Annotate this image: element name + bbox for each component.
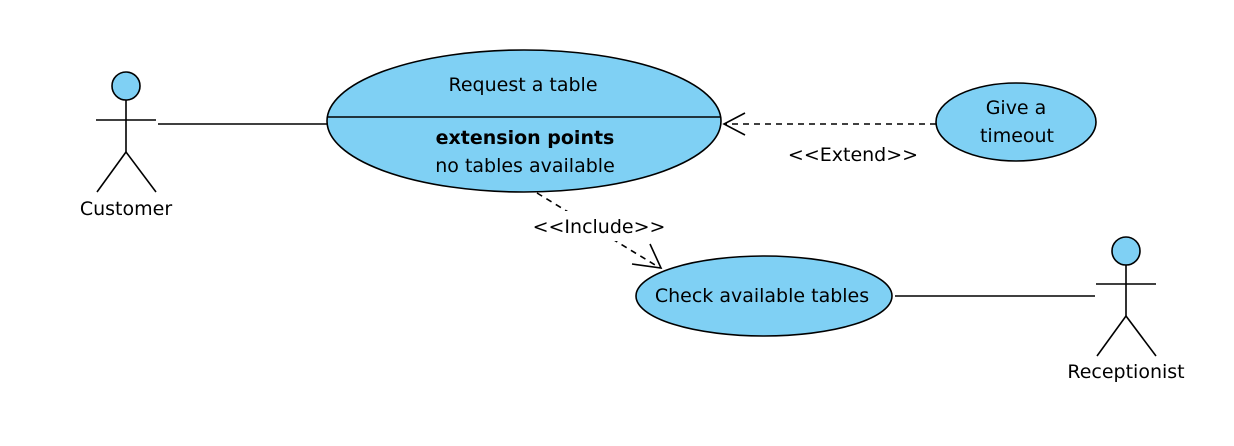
include-arrowhead	[631, 243, 663, 269]
relationship-extend[interactable]: <<Extend>>	[722, 112, 936, 166]
relationship-include[interactable]: <<Include>>	[524, 192, 674, 269]
include-label-background	[524, 211, 674, 241]
use-case-check-tables-label: Check available tables	[655, 285, 869, 307]
extension-point-no-tables: no tables available	[435, 155, 615, 177]
actor-receptionist-left-leg	[1096, 315, 1127, 357]
include-dashed-line	[536, 192, 661, 269]
use-case-request-table-ellipse	[326, 49, 722, 193]
actor-customer[interactable]: Customer	[80, 71, 172, 220]
actor-receptionist-label: Receptionist	[1067, 361, 1184, 383]
actor-receptionist-head	[1111, 236, 1141, 266]
use-case-request-table[interactable]: Request a table extension points no tabl…	[326, 49, 722, 193]
actor-customer-head	[111, 71, 141, 101]
use-case-check-tables-ellipse	[635, 255, 893, 337]
extend-label: <<Extend>>	[788, 144, 918, 166]
use-case-give-timeout[interactable]: Give a timeout	[935, 82, 1097, 162]
actor-customer-left-leg	[96, 151, 127, 193]
use-case-give-timeout-label-2: timeout	[980, 125, 1054, 147]
extension-points-title: extension points	[436, 127, 615, 149]
actor-customer-right-leg	[125, 151, 157, 193]
use-case-request-table-label: Request a table	[448, 74, 597, 96]
actor-customer-label: Customer	[80, 198, 172, 220]
use-case-give-timeout-label-1: Give a	[986, 97, 1047, 119]
include-label: <<Include>>	[533, 216, 666, 238]
actor-receptionist[interactable]: Receptionist	[1067, 236, 1185, 383]
use-case-check-tables[interactable]: Check available tables	[635, 255, 893, 337]
actor-receptionist-right-leg	[1125, 315, 1157, 357]
use-case-give-timeout-ellipse	[935, 82, 1097, 162]
extend-arrowhead	[722, 112, 746, 136]
